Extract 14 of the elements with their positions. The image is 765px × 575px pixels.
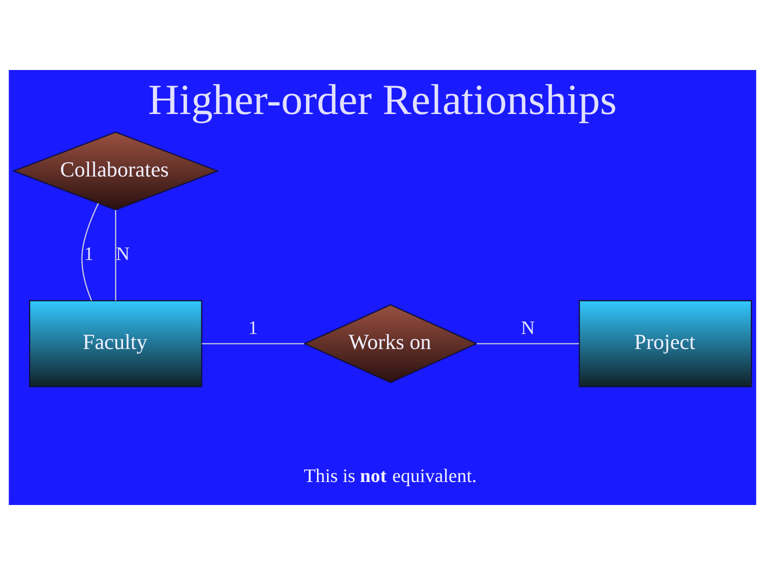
connector	[81, 202, 99, 301]
connector	[476, 343, 579, 344]
connector	[202, 343, 304, 344]
node-diamond: Works on	[303, 304, 478, 384]
label: This is not equivalent.	[304, 466, 477, 488]
edge-label: 1	[248, 318, 258, 339]
edge-label: 1	[84, 244, 94, 265]
edge-label: N	[116, 244, 130, 265]
node-diamond: Collaborates	[12, 132, 220, 210]
node-box: Faculty	[29, 300, 202, 388]
node-box: Project	[578, 300, 752, 388]
edge-label: N	[521, 318, 535, 339]
diagram-title: Higher-order Relationships	[148, 76, 617, 124]
connector	[115, 210, 116, 301]
